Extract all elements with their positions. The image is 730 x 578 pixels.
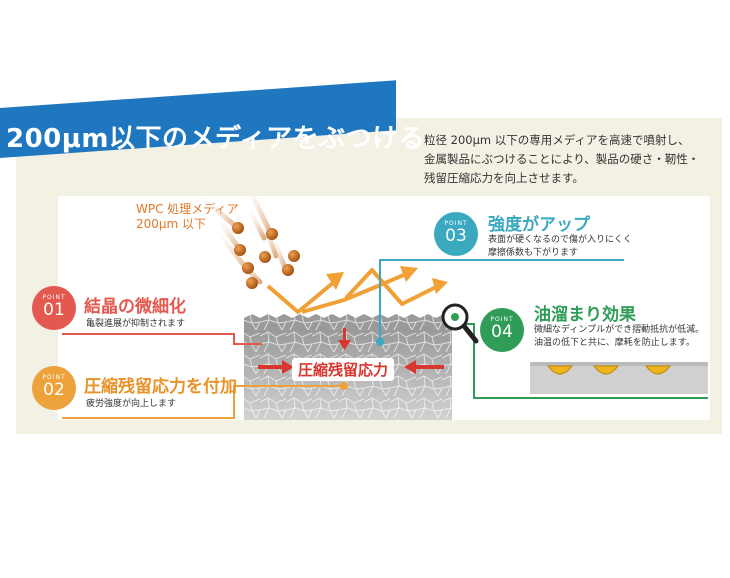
point01-tag: POINT [42, 294, 66, 301]
point02-badge: POINT 02 [32, 366, 76, 410]
compressive-stress-label: 圧縮残留応力 [292, 358, 395, 381]
banner-title: 200μm以下のメディアをぶつける [6, 124, 426, 154]
point04-number: 04 [491, 322, 513, 342]
intro-line: 残留圧縮応力を向上させます。 [424, 171, 584, 185]
media-label-line2: 200μm 以下 [136, 217, 207, 231]
media-particles [197, 179, 300, 289]
intro-text: 粒径 200μm 以下の専用メディアを高速で噴射し、 金属製品にぶつけることによ… [424, 131, 714, 188]
point01-desc: 亀裂進展が抑制されます [86, 319, 186, 329]
stress-arrows [258, 328, 444, 374]
intro-line: 金属製品にぶつけることにより、製品の硬さ・靭性・ [424, 152, 700, 166]
rebound-arrows [266, 266, 448, 314]
point02-title: 圧縮残留応力を付加 [84, 377, 237, 397]
point01-line [62, 333, 262, 345]
point04-line [460, 323, 708, 399]
oil-dimple-illustration [530, 362, 708, 394]
magnifier-icon [441, 303, 479, 344]
point04-desc-line2: 油温の低下と共に、摩耗を防止します。 [534, 338, 695, 348]
point03-tag: POINT [444, 220, 468, 227]
point03-badge: POINT 03 [434, 212, 478, 256]
point02-number: 02 [43, 380, 65, 400]
point04-badge: POINT 04 [480, 308, 524, 352]
point04-tag: POINT [490, 316, 514, 323]
point03-desc: 表面が硬くなるので傷が入りにくく 摩擦係数も下がります [488, 234, 632, 260]
point04-desc: 微細なディンプルができ摺動抵抗が低減。 油温の低下と共に、摩耗を防止します。 [534, 324, 704, 350]
point02-line [62, 385, 344, 419]
point01-title: 結晶の微細化 [84, 297, 186, 317]
point01-badge: POINT 01 [32, 286, 76, 330]
point03-number: 03 [445, 226, 467, 246]
point02-desc: 疲労強度が向上します [86, 399, 177, 409]
point03-desc-line2: 摩擦係数も下がります [488, 248, 579, 258]
point03-line [379, 259, 624, 342]
point04-desc-line1: 微細なディンプルができ摺動抵抗が低減。 [534, 325, 705, 335]
point04-title: 油溜まり効果 [534, 305, 636, 325]
intro-line: 粒径 200μm 以下の専用メディアを高速で噴射し、 [424, 133, 690, 147]
point02-tag: POINT [42, 374, 66, 381]
point03-title: 強度がアップ [488, 215, 590, 235]
point01-number: 01 [43, 300, 65, 320]
point03-desc-line1: 表面が硬くなるので傷が入りにくく [488, 235, 632, 245]
